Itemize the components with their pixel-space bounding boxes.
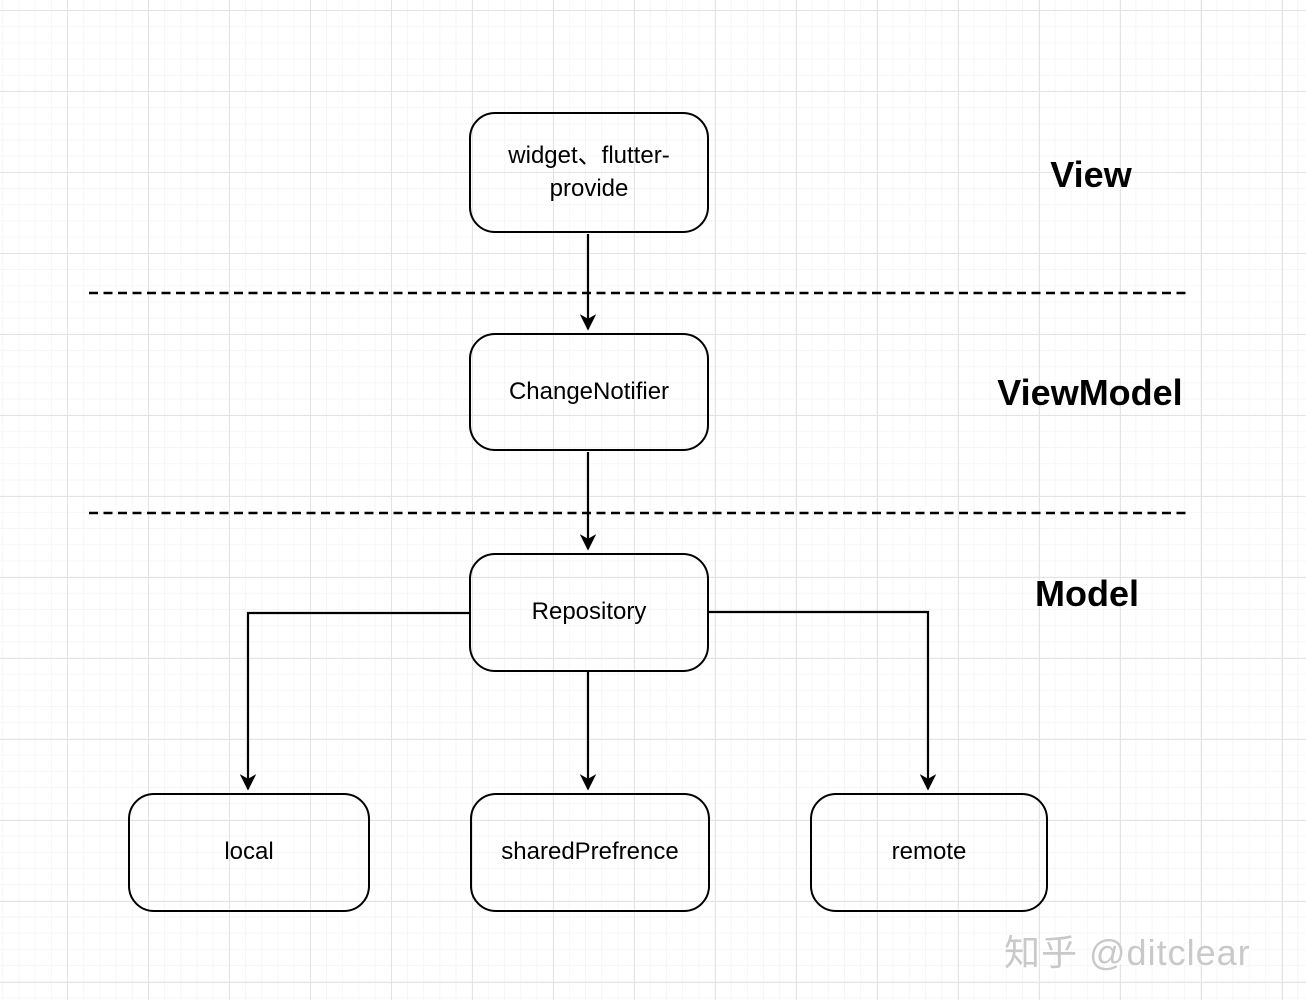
node-widget-flutter-provide-label: widget、flutter- provide <box>508 142 670 202</box>
arrow-repository-to-local <box>239 611 469 791</box>
node-repository-label: Repository <box>531 598 647 626</box>
node-sharedprefrence: sharedPrefrence <box>470 793 710 912</box>
zhihu-watermark: 知乎 @ditclear <box>1004 932 1251 973</box>
node-remote-label: remote <box>891 838 967 866</box>
layer-label-view: View <box>1050 154 1132 195</box>
layer-label-viewmodel: ViewModel <box>997 372 1183 413</box>
node-local-label: local <box>224 838 274 866</box>
node-repository: Repository <box>469 553 709 672</box>
node-changenotifier: ChangeNotifier <box>469 333 709 451</box>
node-remote: remote <box>810 793 1048 912</box>
node-changenotifier-label: ChangeNotifier <box>508 377 670 405</box>
arrow-repository-to-remote <box>709 610 937 791</box>
layer-label-model: Model <box>1035 573 1139 614</box>
node-sharedprefrence-label: sharedPrefrence <box>501 838 679 866</box>
node-local: local <box>128 793 370 912</box>
node-widget-flutter-provide: widget、flutter- provide <box>469 112 709 233</box>
